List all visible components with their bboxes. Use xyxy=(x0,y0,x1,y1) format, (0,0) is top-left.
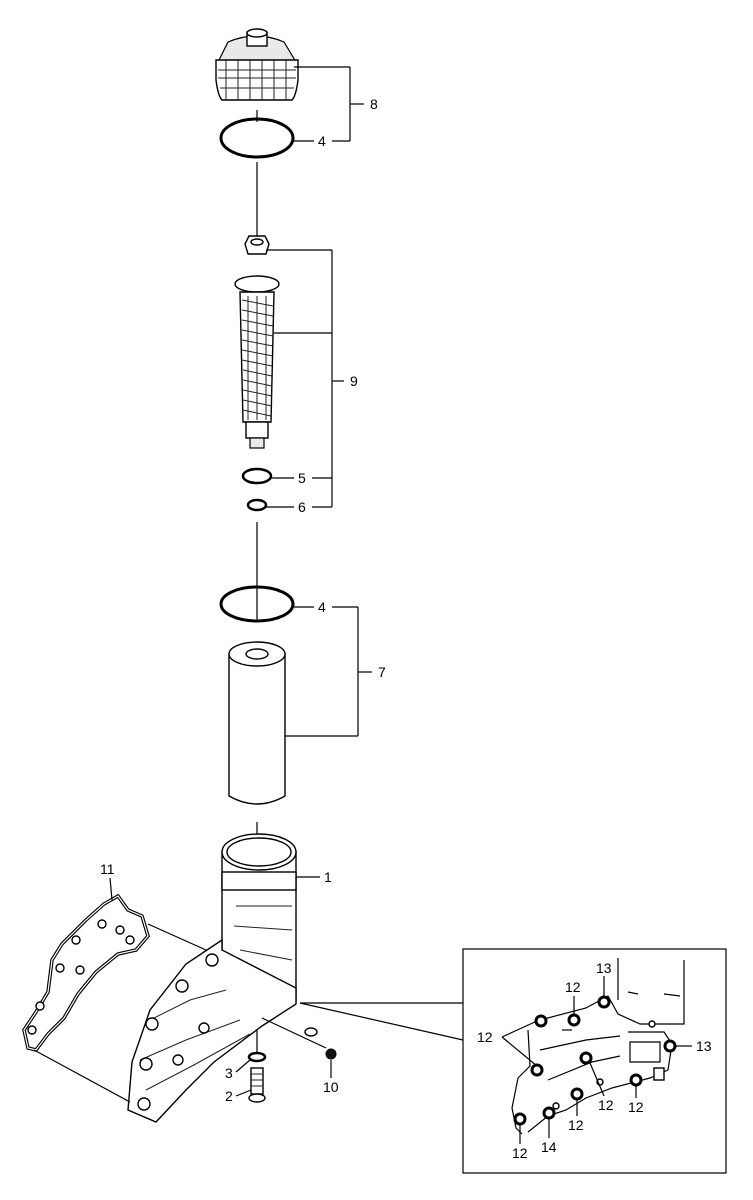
callout-detail-mid: 12 xyxy=(598,1097,614,1113)
callout-cap: 8 xyxy=(370,96,378,112)
filter-element[interactable] xyxy=(228,641,286,805)
small-fitting[interactable] xyxy=(304,1027,318,1037)
callout-washer: 3 xyxy=(225,1065,233,1081)
detail-bolts[interactable] xyxy=(513,995,677,1126)
housing-gasket[interactable] xyxy=(22,893,150,1052)
callout-detail-right: 13 xyxy=(696,1038,712,1054)
callout-insert-o-ring-a: 5 xyxy=(298,470,306,486)
cap-o-ring[interactable] xyxy=(219,117,295,159)
insert-o-ring-small[interactable] xyxy=(246,498,268,512)
callout-detail-b1: 12 xyxy=(568,1117,584,1133)
callout-insert: 9 xyxy=(350,373,358,389)
insert-o-ring-large[interactable] xyxy=(241,467,273,485)
callout-detail-left: 12 xyxy=(477,1029,493,1045)
callout-detail-top-b: 13 xyxy=(596,960,612,976)
sealing-washer[interactable] xyxy=(247,1051,267,1063)
drain-plug[interactable] xyxy=(248,1067,266,1103)
element-o-ring[interactable] xyxy=(219,585,295,623)
callout-gasket: 11 xyxy=(100,861,115,877)
callout-detail-b2: 14 xyxy=(541,1139,557,1155)
callout-screw: 10 xyxy=(323,1079,339,1095)
callout-detail-r2: 12 xyxy=(628,1099,644,1115)
callout-housing: 1 xyxy=(324,869,332,885)
leader-lines xyxy=(109,66,692,1144)
oil-filter-cap[interactable] xyxy=(215,28,299,101)
detail-inset xyxy=(462,948,727,1174)
callout-element: 7 xyxy=(378,664,386,680)
callout-plug: 2 xyxy=(225,1088,233,1104)
callout-insert-o-ring-b: 6 xyxy=(298,499,306,515)
callout-element-o-ring: 4 xyxy=(318,599,326,615)
callout-detail-b3: 12 xyxy=(512,1145,528,1161)
screw[interactable] xyxy=(325,1048,337,1060)
oil-filter-housing[interactable] xyxy=(127,833,297,1123)
filter-insert[interactable] xyxy=(234,235,280,449)
callout-detail-top-a: 12 xyxy=(565,979,581,995)
callout-cap-o-ring: 4 xyxy=(318,133,326,149)
